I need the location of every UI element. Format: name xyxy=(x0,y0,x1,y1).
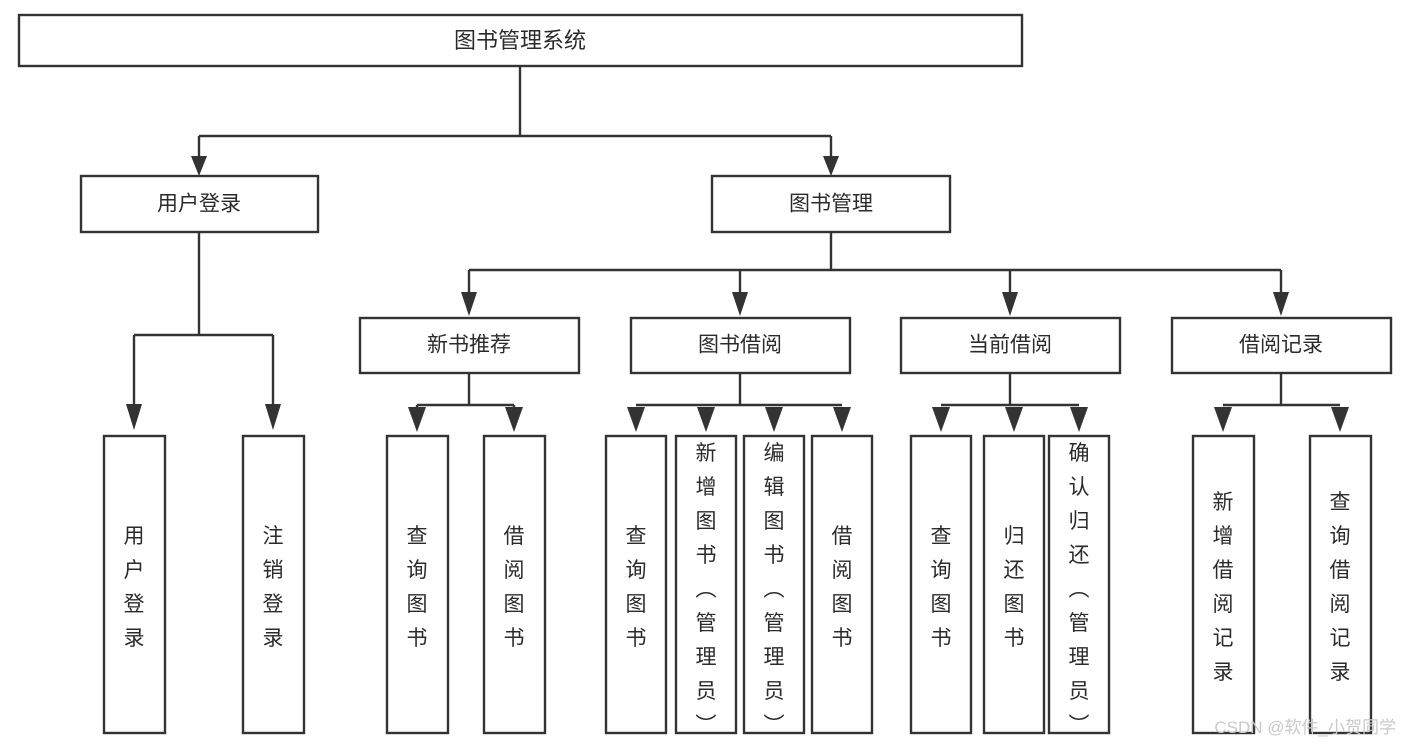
leaf-nb-borrow-book-label: 借阅图书 xyxy=(504,525,525,650)
arrow-head-nb-leaf-1 xyxy=(408,407,426,432)
arrow-head-bb-leaf-4 xyxy=(833,407,851,432)
leaf-nb-query-book-box[interactable] xyxy=(385,434,450,735)
arrow-head-bb-leaf-3 xyxy=(765,407,783,432)
arrow-head-cb-leaf-2 xyxy=(1005,407,1023,432)
arrow-head-br-leaf-2 xyxy=(1331,407,1349,432)
arrow-head-current-borrow xyxy=(1002,292,1018,316)
leaf-bb-borrow-book[interactable]: 借阅图书 xyxy=(810,434,874,735)
node-borrow-record-box[interactable] xyxy=(1170,316,1393,375)
csdn-watermark: CSDN @软件_小贺同学 xyxy=(1214,718,1396,737)
node-root-box[interactable] xyxy=(17,13,1024,68)
leaf-bb-query-book-label: 查询图书 xyxy=(626,525,647,650)
leaf-bb-add-book[interactable]: 新增图书︵管理员︶ xyxy=(674,434,738,737)
leaf-logout[interactable]: 注销登录 xyxy=(241,434,306,735)
node-borrow-record-label: 借阅记录 xyxy=(1239,334,1323,357)
leaf-cb-return-book-box[interactable] xyxy=(982,434,1046,735)
node-user-login-label: 用户登录 xyxy=(157,193,241,216)
arrow-head-bb-leaf-2 xyxy=(697,407,715,432)
arrow-head-leaf-user-login xyxy=(126,404,142,430)
node-book-management[interactable]: 图书管理 xyxy=(710,174,952,234)
leaf-nb-query-book[interactable]: 查询图书 xyxy=(385,434,450,735)
node-new-book-recommend-box[interactable] xyxy=(358,316,581,375)
leaf-cb-confirm-return-label: 确认归还︵管理员︶ xyxy=(1069,442,1090,737)
arrow-head-cb-leaf-1 xyxy=(932,407,950,432)
leaf-cb-query-book-label: 查询图书 xyxy=(931,525,952,650)
arrow-head-cb-leaf-3 xyxy=(1070,407,1088,432)
leaf-bb-add-book-box[interactable] xyxy=(674,434,738,735)
leaf-logout-box[interactable] xyxy=(241,434,306,735)
node-new-book-recommend[interactable]: 新书推荐 xyxy=(358,316,581,375)
leaf-user-login-box[interactable] xyxy=(102,434,167,735)
leaf-cb-return-book[interactable]: 归还图书 xyxy=(982,434,1046,735)
leaf-cb-confirm-return[interactable]: 确认归还︵管理员︶ xyxy=(1047,434,1111,737)
leaf-cb-confirm-return-box[interactable] xyxy=(1047,434,1111,735)
leaf-bb-edit-book-label: 编辑图书︵管理员︶ xyxy=(764,442,785,737)
node-user-login[interactable]: 用户登录 xyxy=(79,174,320,234)
leaf-nb-borrow-book-box[interactable] xyxy=(482,434,547,735)
leaf-br-add-record-label: 新增借阅记录 xyxy=(1213,491,1234,684)
arrow-head-new-book xyxy=(461,292,477,316)
node-book-management-label: 图书管理 xyxy=(789,193,873,216)
arrow-head-borrow-record xyxy=(1273,292,1289,316)
leaf-bb-edit-book-box[interactable] xyxy=(742,434,806,735)
leaf-user-login-label: 用户登录 xyxy=(124,525,145,650)
leaf-br-add-record-box[interactable] xyxy=(1191,434,1256,735)
leaf-cb-return-book-label: 归还图书 xyxy=(1004,525,1025,650)
node-new-book-recommend-label: 新书推荐 xyxy=(427,334,511,357)
leaf-bb-query-book-box[interactable] xyxy=(604,434,668,735)
node-root-label: 图书管理系统 xyxy=(454,28,586,53)
leaf-user-login[interactable]: 用户登录 xyxy=(102,434,167,735)
leaf-cb-query-book-box[interactable] xyxy=(909,434,973,735)
node-book-borrow[interactable]: 图书借阅 xyxy=(629,316,852,375)
leaf-logout-label: 注销登录 xyxy=(263,525,284,650)
node-book-borrow-label: 图书借阅 xyxy=(698,334,782,357)
leaf-bb-add-book-label: 新增图书︵管理员︶ xyxy=(696,442,717,737)
arrow-head-br-leaf-1 xyxy=(1214,407,1232,432)
leaf-bb-query-book[interactable]: 查询图书 xyxy=(604,434,668,735)
leaf-bb-borrow-book-label: 借阅图书 xyxy=(832,525,853,650)
arrow-head-nb-leaf-2 xyxy=(505,407,523,432)
leaf-br-query-record-label: 查询借阅记录 xyxy=(1330,491,1351,684)
leaf-nb-borrow-book[interactable]: 借阅图书 xyxy=(482,434,547,735)
leaf-cb-query-book[interactable]: 查询图书 xyxy=(909,434,973,735)
node-book-management-box[interactable] xyxy=(710,174,952,234)
leaf-bb-borrow-book-box[interactable] xyxy=(810,434,874,735)
arrow-head-bb-leaf-1 xyxy=(627,407,645,432)
arrow-head-leaf-logout xyxy=(265,404,281,430)
node-root[interactable]: 图书管理系统 xyxy=(17,13,1024,68)
arrow-head-book-borrow xyxy=(732,292,748,316)
leaf-bb-edit-book[interactable]: 编辑图书︵管理员︶ xyxy=(742,434,806,737)
leaf-br-query-record[interactable]: 查询借阅记录 xyxy=(1308,434,1373,735)
node-user-login-box[interactable] xyxy=(79,174,320,234)
node-current-borrow-label: 当前借阅 xyxy=(968,334,1052,357)
node-current-borrow-box[interactable] xyxy=(899,316,1122,375)
node-book-borrow-box[interactable] xyxy=(629,316,852,375)
node-borrow-record[interactable]: 借阅记录 xyxy=(1170,316,1393,375)
arrow-head-book-mgmt xyxy=(823,156,839,176)
arrow-head-user-login xyxy=(191,156,207,176)
connector-layer xyxy=(126,66,1349,432)
leaf-br-query-record-box[interactable] xyxy=(1308,434,1373,735)
node-current-borrow[interactable]: 当前借阅 xyxy=(899,316,1122,375)
leaf-br-add-record[interactable]: 新增借阅记录 xyxy=(1191,434,1256,735)
leaf-nb-query-book-label: 查询图书 xyxy=(407,525,428,650)
